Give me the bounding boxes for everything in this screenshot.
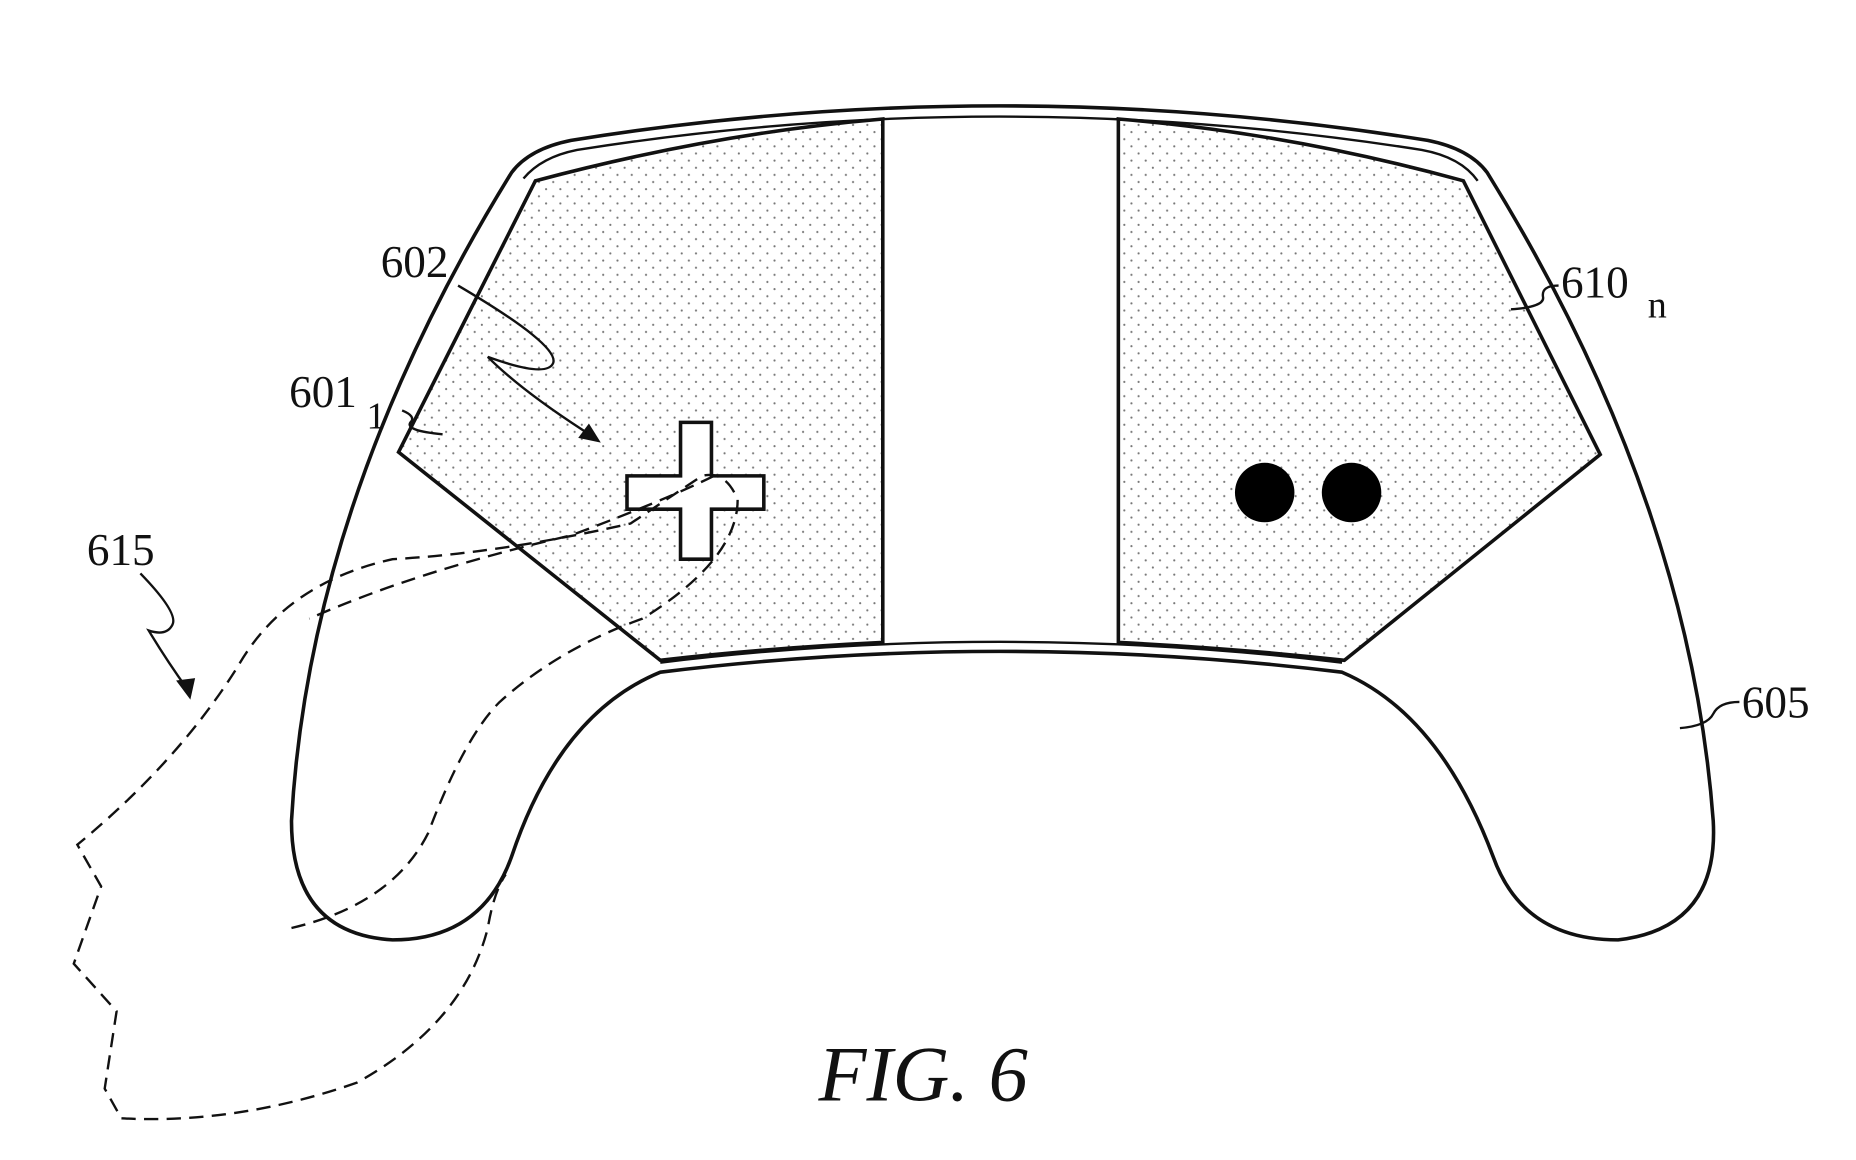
action-button-2 xyxy=(1321,462,1382,523)
action-button-1 xyxy=(1234,462,1295,523)
label-610: 610 xyxy=(1561,257,1629,307)
figure-caption: FIG. 6 xyxy=(818,1031,1028,1118)
leader-615 xyxy=(139,572,189,691)
left-touch-panel-601 xyxy=(396,117,885,663)
label-615: 615 xyxy=(87,525,155,575)
label-605: 605 xyxy=(1742,677,1810,727)
leader-601 xyxy=(401,409,443,436)
hand-outline-615 xyxy=(72,473,739,1121)
inner-arc xyxy=(660,640,1343,664)
hand-inner-dashed xyxy=(308,474,715,620)
label-601: 601 xyxy=(289,367,357,417)
label-602: 602 xyxy=(381,237,449,287)
label-610-subscript: n xyxy=(1648,285,1667,327)
label-601-subscript: 1 xyxy=(366,395,385,437)
controller-inner-rim xyxy=(522,115,1479,182)
leader-610 xyxy=(1510,284,1559,311)
leader-602 xyxy=(457,284,596,439)
controller-body-605 xyxy=(289,104,1716,942)
arrow-602 xyxy=(578,423,601,443)
leader-605 xyxy=(1679,700,1740,730)
right-touch-panel-610 xyxy=(1116,117,1603,663)
arrow-615 xyxy=(176,678,196,700)
